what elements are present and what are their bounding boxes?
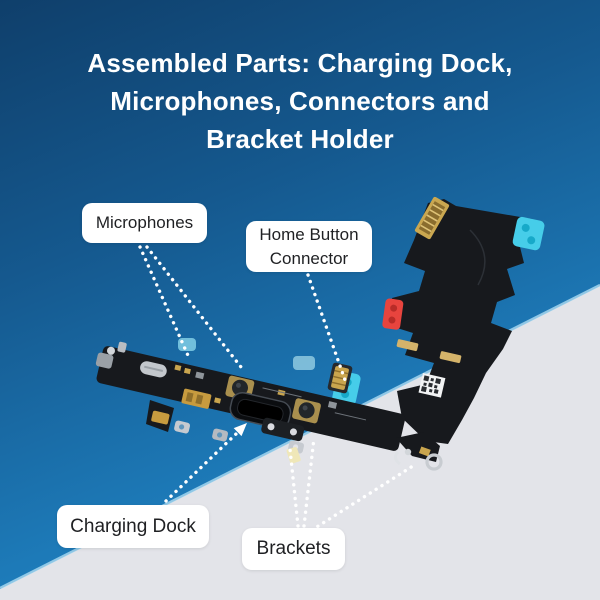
ribbon-gold-pads bbox=[396, 339, 462, 364]
dock-strip bbox=[95, 341, 406, 451]
red-tab bbox=[382, 298, 404, 330]
smt-components bbox=[174, 364, 286, 404]
callout-charging-dock-label: Charging Dock bbox=[70, 515, 196, 537]
leader-home-button bbox=[306, 273, 347, 382]
leader-brackets-2 bbox=[302, 436, 316, 528]
ribbon-sheen bbox=[469, 229, 486, 286]
title-line-3: Bracket Holder bbox=[206, 124, 394, 154]
callout-home-button-line2: Connector bbox=[269, 248, 349, 268]
page-title: Assembled Parts: Charging Dock, Micropho… bbox=[0, 44, 600, 158]
home-button-connector-part bbox=[327, 362, 353, 394]
callout-home-button-label: Home Button Connector bbox=[259, 223, 358, 271]
leader-lines bbox=[138, 245, 418, 532]
microphone-component bbox=[181, 388, 212, 409]
leader-microphones-2 bbox=[145, 245, 243, 369]
callout-brackets-label: Brackets bbox=[256, 538, 331, 559]
callout-microphones-label: Microphones bbox=[95, 213, 194, 232]
cyan-tab-left bbox=[178, 338, 196, 351]
charging-dock-flex-assembly bbox=[95, 196, 545, 471]
left-end-bracket bbox=[95, 352, 114, 369]
callout-home-button-line1: Home Button bbox=[259, 224, 359, 244]
microphone-port-2 bbox=[292, 398, 321, 424]
callout-brackets: Brackets bbox=[242, 528, 345, 570]
title-line-2: Microphones, Connectors and bbox=[110, 86, 490, 116]
leader-brackets-1 bbox=[288, 447, 300, 528]
callout-charging-dock: Charging Dock bbox=[57, 505, 209, 548]
charging-dock-arrowhead bbox=[233, 423, 247, 437]
bottom-bracket bbox=[261, 417, 305, 442]
leader-brackets-3 bbox=[310, 462, 418, 532]
callout-home-button-connector: Home Button Connector bbox=[246, 221, 372, 272]
leader-microphones-1 bbox=[138, 245, 192, 362]
leader-charging-dock bbox=[164, 432, 238, 503]
qr-label bbox=[418, 373, 446, 398]
title-line-1: Assembled Parts: Charging Dock, bbox=[87, 48, 513, 78]
pale-bracket-shadow bbox=[293, 356, 315, 370]
display-connector-gold bbox=[414, 196, 450, 240]
cyan-tab-top bbox=[512, 216, 545, 251]
callout-microphones: Microphones bbox=[82, 203, 207, 243]
antenna-bracket bbox=[393, 432, 443, 471]
charging-port bbox=[229, 391, 292, 429]
hanging-mic-flex bbox=[146, 400, 174, 432]
